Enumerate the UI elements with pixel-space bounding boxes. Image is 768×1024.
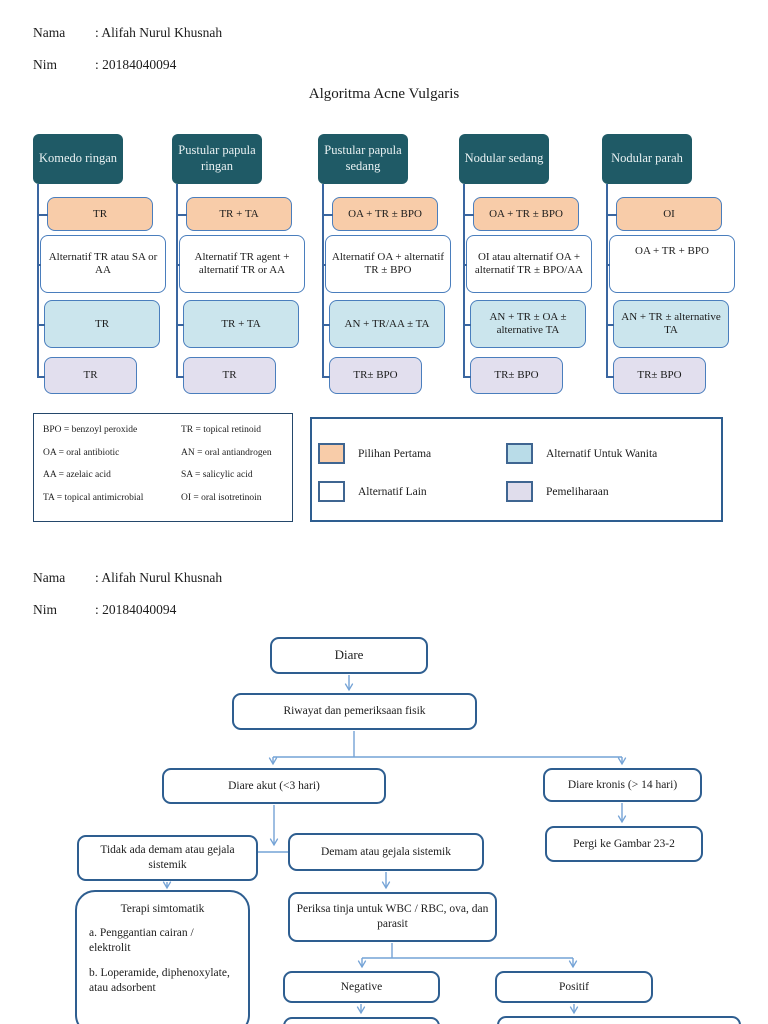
acne-box-maintenance: TR± BPO <box>463 357 563 394</box>
color-legend-grid: Pilihan Pertama Alternatif Untuk Wanita … <box>318 443 721 502</box>
legend-entry: OI = oral isotretinoin <box>181 492 262 503</box>
nama-value: : Alifah Nurul Khusnah <box>95 25 223 40</box>
acne-column-nodular-sedang: Nodular sedang OA + TR ± BPO OI atau alt… <box>459 134 597 396</box>
legend-entry: AN = oral antiandrogen <box>181 447 272 458</box>
acne-box-alternative: Alternatif OA + alternatif TR ± BPO <box>322 235 451 293</box>
flow-node-diare-kronis: Diare kronis (> 14 hari) <box>543 768 702 802</box>
flow-node-diare: Diare <box>270 637 428 674</box>
acne-column-header: Komedo ringan <box>33 134 123 184</box>
nama-row: Nama : Alifah Nurul Khusnah <box>33 569 222 587</box>
nim-label: Nim <box>33 602 58 617</box>
color-legend-label: Alternatif Untuk Wanita <box>546 447 658 460</box>
color-legend-label: Alternatif Lain <box>358 485 427 498</box>
flow-node-positif: Positif <box>495 971 653 1003</box>
nim-row: Nim : 20184040094 <box>33 56 222 74</box>
acne-column-header: Nodular parah <box>602 134 692 184</box>
legend-entry: AA = azelaic acid <box>43 470 111 480</box>
acne-box-maintenance: TR <box>37 357 137 394</box>
acne-box-first-choice: TR <box>37 197 153 231</box>
nim-value: : 20184040094 <box>95 57 177 72</box>
nama-row: Nama : Alifah Nurul Khusnah <box>33 24 222 42</box>
flow-node-diare-akut: Diare akut (<3 hari) <box>162 768 386 804</box>
abbreviation-grid: BPO = benzoyl peroxide TR = topical reti… <box>43 425 284 503</box>
color-legend-item: Alternatif Lain <box>318 481 506 502</box>
flow-node-terapi-simtomatik: Terapi simtomatik a. Penggantian cairan … <box>75 890 250 1024</box>
pemeliharaan-swatch <box>506 481 533 502</box>
acne-column-pustular-papula-sedang: Pustular papula sedang OA + TR ± BPO Alt… <box>318 134 456 396</box>
acne-box-alternative: OA + TR + BPO <box>606 235 735 293</box>
legend-entry: TR = topical retinoid <box>181 425 262 435</box>
nim-row: Nim : 20184040094 <box>33 601 222 619</box>
acne-box-women-alternative: TR + TA <box>176 300 299 348</box>
flow-node-negative: Negative <box>283 971 440 1003</box>
nama-label: Nama <box>33 25 66 40</box>
terapi-title: Terapi simtomatik <box>120 903 205 915</box>
nim-label: Nim <box>33 57 58 72</box>
nama-label: Nama <box>33 570 66 585</box>
legend-entry: TA = topical antimicrobial <box>43 492 144 503</box>
column-connector-line <box>322 184 324 376</box>
acne-box-first-choice: TR + TA <box>176 197 292 231</box>
legend-entry: SA = salicylic acid <box>181 470 253 480</box>
acne-box-maintenance: TR± BPO <box>606 357 706 394</box>
flow-node-partial-right <box>497 1016 741 1024</box>
acne-box-women-alternative: AN + TR ± alternative TA <box>606 300 729 348</box>
nama-value: : Alifah Nurul Khusnah <box>95 570 223 585</box>
alt-wanita-swatch <box>506 443 533 464</box>
identity-block-top: Nama : Alifah Nurul Khusnah Nim : 201840… <box>33 24 222 88</box>
acne-column-komedo-ringan: Komedo ringan TR Alternatif TR atau SA o… <box>33 134 171 396</box>
acne-column-pustular-papula-ringan: Pustular papula ringan TR + TA Alternati… <box>172 134 310 396</box>
color-legend-item: Pemeliharaan <box>506 481 721 502</box>
column-connector-line <box>463 184 465 376</box>
flow-node-tidak-demam: Tidak ada demam atau gejala sistemik <box>77 835 258 881</box>
identity-block-middle: Nama : Alifah Nurul Khusnah Nim : 201840… <box>33 569 222 633</box>
nim-value: : 20184040094 <box>95 602 177 617</box>
flow-node-periksa-tinja: Periksa tinja untuk WBC / RBC, ova, dan … <box>288 892 497 942</box>
color-legend-label: Pemeliharaan <box>546 485 609 498</box>
acne-box-women-alternative: AN + TR ± OA ± alternative TA <box>463 300 586 348</box>
column-connector-line <box>606 184 608 376</box>
terapi-item: b. Loperamide, diphenoxylate, atau adsor… <box>89 966 230 995</box>
abbreviation-legend: BPO = benzoyl peroxide TR = topical reti… <box>33 413 293 522</box>
acne-box-alternative: Alternatif TR atau SA or AA <box>37 235 166 293</box>
flow-node-pergi-gambar: Pergi ke Gambar 23-2 <box>545 826 703 862</box>
color-legend-item: Pilihan Pertama <box>318 443 506 464</box>
acne-box-women-alternative: AN + TR/AA ± TA <box>322 300 445 348</box>
acne-box-maintenance: TR± BPO <box>322 357 422 394</box>
acne-box-alternative: OI atau alternatif OA + alternatif TR ± … <box>463 235 592 293</box>
legend-entry: BPO = benzoyl peroxide <box>43 425 138 435</box>
acne-chart-title: Algoritma Acne Vulgaris <box>308 86 460 102</box>
acne-column-header: Pustular papula sedang <box>318 134 408 184</box>
legend-entry: OA = oral antibiotic <box>43 447 120 458</box>
acne-box-maintenance: TR <box>176 357 276 394</box>
color-legend: Pilihan Pertama Alternatif Untuk Wanita … <box>310 417 723 522</box>
terapi-item: a. Penggantian cairan / elektrolit <box>89 926 194 955</box>
acne-column-header: Nodular sedang <box>459 134 549 184</box>
color-legend-label: Pilihan Pertama <box>358 447 432 460</box>
first-choice-swatch <box>318 443 345 464</box>
flow-node-riwayat: Riwayat dan pemeriksaan fisik <box>232 693 477 730</box>
flow-node-partial-left <box>283 1017 440 1024</box>
column-connector-line <box>176 184 178 376</box>
acne-box-first-choice: OI <box>606 197 722 231</box>
acne-box-first-choice: OA + TR ± BPO <box>322 197 438 231</box>
acne-column-header: Pustular papula ringan <box>172 134 262 184</box>
acne-box-alternative: Alternatif TR agent + alternatif TR or A… <box>176 235 305 293</box>
acne-column-nodular-parah: Nodular parah OI OA + TR + BPO AN + TR ±… <box>602 134 740 396</box>
color-legend-item: Alternatif Untuk Wanita <box>506 443 721 464</box>
acne-box-first-choice: OA + TR ± BPO <box>463 197 579 231</box>
acne-box-women-alternative: TR <box>37 300 160 348</box>
flow-node-demam: Demam atau gejala sistemik <box>288 833 484 871</box>
alt-lain-swatch <box>318 481 345 502</box>
column-connector-line <box>37 184 39 376</box>
